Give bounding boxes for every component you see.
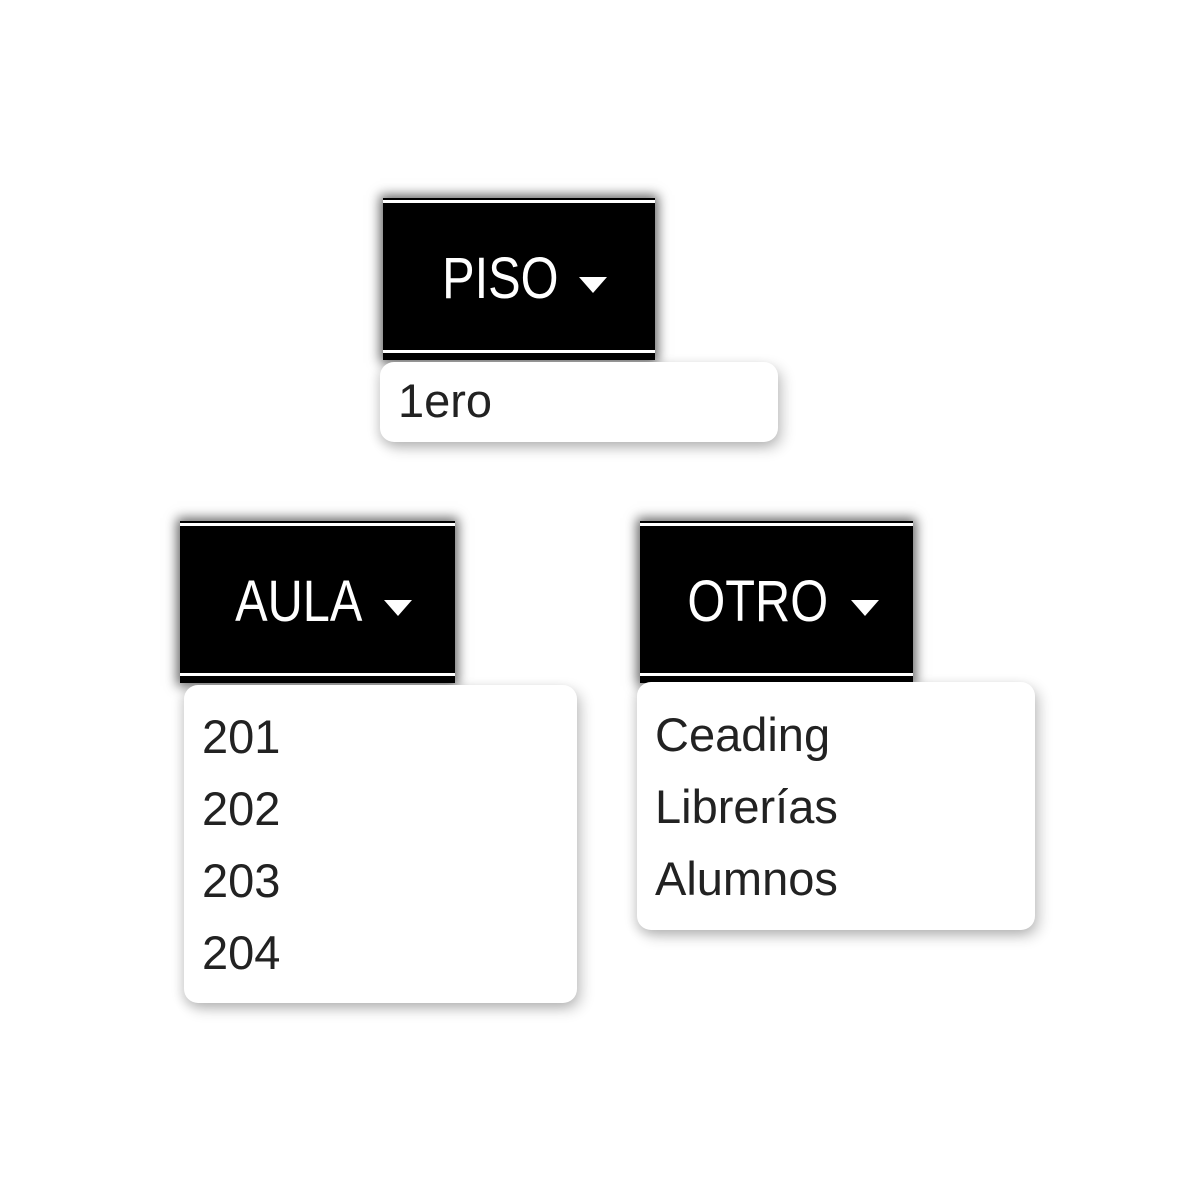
otro-menu-label: OTRO <box>687 569 828 634</box>
menu-item-1ero[interactable]: 1ero <box>398 373 493 427</box>
caret-down-icon <box>384 600 413 616</box>
otro-menu-button[interactable]: OTRO <box>640 521 913 683</box>
piso-menu-panel: 1ero <box>380 362 778 442</box>
aula-menu-button[interactable]: AULA <box>180 521 455 683</box>
menu-item-203[interactable]: 203 <box>202 853 281 907</box>
aula-menu-label: AULA <box>234 569 363 634</box>
aula-menu-panel: 201 202 203 204 <box>184 685 577 1003</box>
menu-item-204[interactable]: 204 <box>202 925 281 979</box>
piso-menu-label: PISO <box>441 246 559 311</box>
caret-down-icon <box>851 600 880 616</box>
otro-menu-panel: Ceading Librerías Alumnos <box>637 682 1035 930</box>
menu-item-202[interactable]: 202 <box>202 781 281 835</box>
caret-down-icon <box>579 277 608 293</box>
menu-item-ceading[interactable]: Ceading <box>655 707 831 761</box>
piso-menu-button[interactable]: PISO <box>383 198 655 360</box>
menu-item-alumnos[interactable]: Alumnos <box>655 851 838 905</box>
menu-item-librerias[interactable]: Librerías <box>655 779 838 833</box>
menu-item-201[interactable]: 201 <box>202 709 281 763</box>
